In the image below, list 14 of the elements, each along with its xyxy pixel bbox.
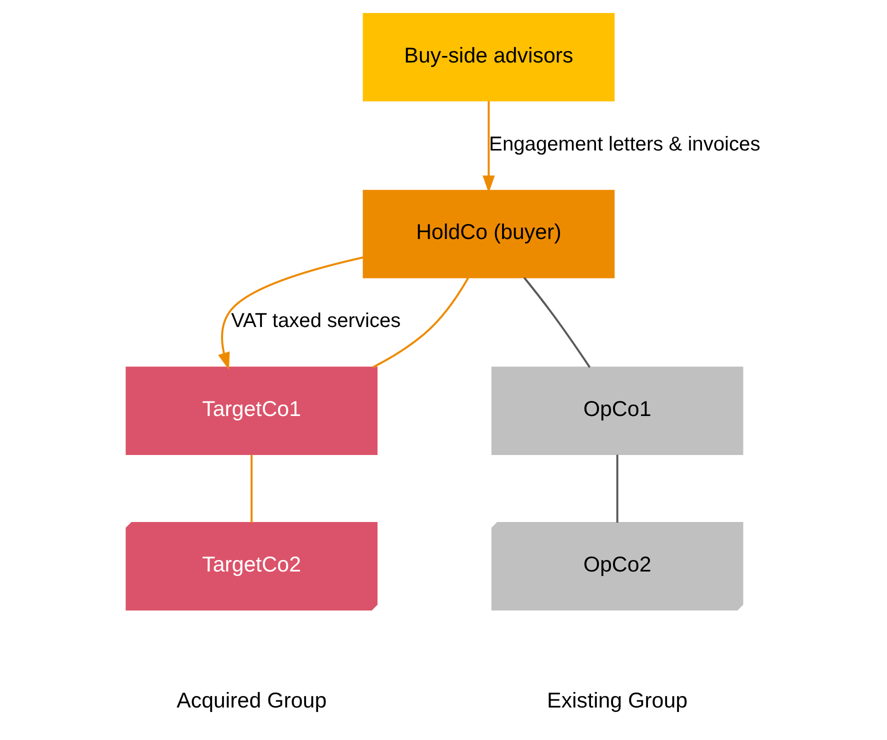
node-box: Buy-side advisors xyxy=(362,13,615,102)
label: Existing Group xyxy=(547,688,688,712)
label: Acquired Group xyxy=(176,688,327,712)
arrow xyxy=(482,101,495,193)
node-box: HoldCo (buyer) xyxy=(362,190,615,278)
edge-label: Engagement letters & invoices xyxy=(489,133,760,156)
connector xyxy=(250,454,253,523)
connector xyxy=(616,454,618,523)
node-box: TargetCo1 xyxy=(126,366,378,456)
connector xyxy=(372,277,470,368)
connector xyxy=(523,277,591,368)
node-box: OpCo1 xyxy=(491,366,744,456)
edge-label: VAT taxed services xyxy=(231,310,401,332)
arrow xyxy=(218,256,364,370)
